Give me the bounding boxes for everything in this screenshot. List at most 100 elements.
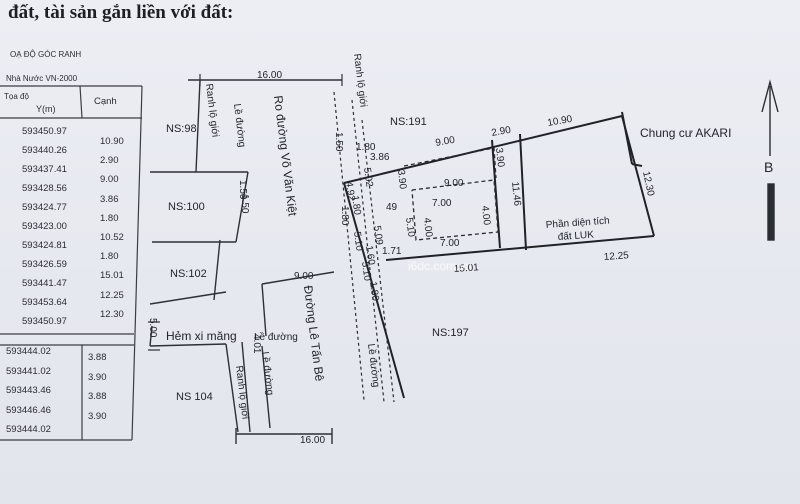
- dim-5-09: 5.09: [371, 225, 385, 246]
- dim-12-30: 12.30: [640, 170, 656, 197]
- dim-3-90-right: 3.90: [493, 147, 506, 168]
- dim-7-00-bottom: 7.00: [440, 238, 460, 249]
- dim-3-90-left: 3.90: [395, 169, 408, 190]
- table-title: OẠ ĐỘ GÓC RANH: [10, 50, 82, 59]
- dim-9-00-inner: 9.00: [444, 178, 464, 189]
- boundary-label-2: Ranh lộ giới: [351, 53, 368, 108]
- table-edge-cell: 12.30: [100, 308, 124, 320]
- area-note-line1: Phần diện tích: [545, 215, 610, 231]
- dim-49: 49: [386, 202, 398, 213]
- table-edge2-cell: 3.88: [88, 391, 107, 402]
- dim-1-50-b: 1.50: [239, 194, 250, 214]
- dim-16-bottom: 16.00: [300, 435, 325, 446]
- dim-5-00: 5.00: [147, 318, 158, 338]
- dim-15-01: 15.01: [453, 262, 479, 275]
- dim-5-10-b: 5.10: [403, 217, 417, 238]
- table-edge2-cell: 3.88: [88, 352, 107, 363]
- table-y-cell: 593428.56: [22, 183, 67, 194]
- dim-7-00-top: 7.00: [432, 198, 452, 209]
- dimension-ticks: [148, 74, 343, 351]
- lot-ns191: NS:191: [390, 116, 427, 128]
- table-edge-cell: 12.25: [100, 289, 124, 301]
- lot-ns104: NS 104: [176, 391, 213, 403]
- dim-4-92: 4.92: [343, 181, 357, 202]
- north-arrow: [761, 79, 779, 241]
- dim-1-50-c: 1.50: [237, 180, 248, 200]
- table-edge-cell: 10.52: [100, 232, 124, 243]
- dim-3-86: 3.86: [370, 152, 390, 163]
- street-vo-van-kiet: Ro đường Võ Văn Kiệt: [271, 95, 300, 218]
- table-edge-cell: 1.80: [100, 212, 119, 224]
- watermark: i6dc.com.vn: [408, 259, 472, 273]
- dim-11-46: 11.46: [509, 181, 523, 207]
- dim-1-80-a: 1.80: [356, 142, 376, 153]
- table-edge-cell: 1.80: [100, 251, 119, 263]
- table-edge-cell: 10.90: [100, 136, 124, 147]
- dim-9-00-road: 9.00: [294, 271, 314, 282]
- akari-label: Chung cư AKARI: [640, 126, 731, 140]
- roadside-label-3: Lề đường: [259, 351, 276, 396]
- roadside-label-4: Lề đường: [254, 331, 298, 343]
- dim-1-71: 1.71: [382, 246, 402, 257]
- dim-12-25: 12.25: [603, 250, 629, 263]
- boundary-label-1: Ranh lộ giới: [203, 83, 220, 138]
- dim-1-80-c: 1.80: [367, 281, 381, 302]
- dim-16-top: 16.00: [257, 70, 282, 81]
- table-y2-cell: 593446.46: [6, 404, 51, 416]
- table-y-cell: 593424.81: [22, 240, 67, 251]
- street-le-tan-be: Đường Lê Tấn Bê: [301, 285, 327, 383]
- lot-ns102: NS:102: [170, 268, 207, 280]
- table-edge2-cell: 3.90: [88, 371, 107, 383]
- dim-4-00-left: 4.00: [421, 217, 434, 238]
- dim-1-80-b: 1.80: [339, 206, 350, 226]
- dim-9-00-top: 9.00: [435, 135, 457, 149]
- table-col-edge: Cạnh: [94, 96, 117, 107]
- dim-5-02: 5.02: [361, 167, 375, 188]
- table-col-coord: Tọa độ: [4, 92, 29, 101]
- dim-4-00-right: 4.00: [479, 205, 492, 226]
- table-y-cell: 593424.77: [22, 202, 67, 213]
- table-edge2-cell: 3.90: [88, 410, 107, 422]
- dim-2-90: 2.90: [491, 125, 513, 139]
- lot-ns100: NS:100: [168, 201, 205, 213]
- dim-1-50-a: 1.50: [333, 132, 344, 152]
- lot-ns98: NS:98: [166, 123, 197, 135]
- area-note-line2: đất LUK: [557, 228, 594, 243]
- table-edge-cell: 3.86: [100, 193, 119, 205]
- section-heading: đất, tài sản gắn liền với đất:: [8, 2, 234, 23]
- table-edge-cell: 2.90: [100, 155, 119, 167]
- table-y2-cell: 593443.46: [6, 385, 51, 396]
- table-y-cell: 593426.59: [22, 259, 67, 270]
- table-y-cell: 593441.47: [22, 278, 67, 289]
- table-y-cell: 593453.64: [22, 297, 67, 308]
- dim-1-60: 1.60: [363, 245, 377, 266]
- table-edge-cell: 9.00: [100, 174, 119, 186]
- road-offset-lines: [333, 91, 395, 403]
- table-y2-cell: 593444.02: [6, 424, 51, 435]
- roadside-label-1: Lề đường: [231, 103, 248, 148]
- table-y-cell: 593437.41: [22, 164, 67, 175]
- north-letter: B: [764, 159, 773, 175]
- table-y-cell: 593450.97: [22, 126, 67, 137]
- lot-ns197: NS:197: [432, 327, 469, 339]
- table-y-cell: 593450.97: [22, 316, 67, 327]
- alley-label: Hẻm xi măng: [166, 329, 237, 343]
- table-y2-cell: 593444.02: [6, 346, 51, 357]
- left-lot-lines: [149, 79, 342, 444]
- building-footprint: [403, 147, 499, 241]
- table-col-y: Y(m): [36, 104, 56, 114]
- subject-lot-lines: [343, 111, 655, 399]
- coordinate-table-frame: [0, 85, 143, 441]
- table-subtitle: Nhà Nước VN-2000: [6, 74, 78, 83]
- dim-10-90: 10.90: [547, 114, 574, 129]
- dim-1-80-d: 1.80: [349, 195, 363, 216]
- dim-5-10-a: 5.10: [351, 231, 365, 252]
- roadside-label-2: Lề đường: [365, 343, 382, 388]
- table-y-cell: 593440.26: [22, 145, 67, 156]
- dim-4-01: 4.01: [251, 334, 262, 354]
- table-y-cell: 593423.00: [22, 221, 67, 232]
- dim-5-10-c: 5.10: [359, 261, 373, 282]
- table-edge-cell: 15.01: [100, 270, 124, 282]
